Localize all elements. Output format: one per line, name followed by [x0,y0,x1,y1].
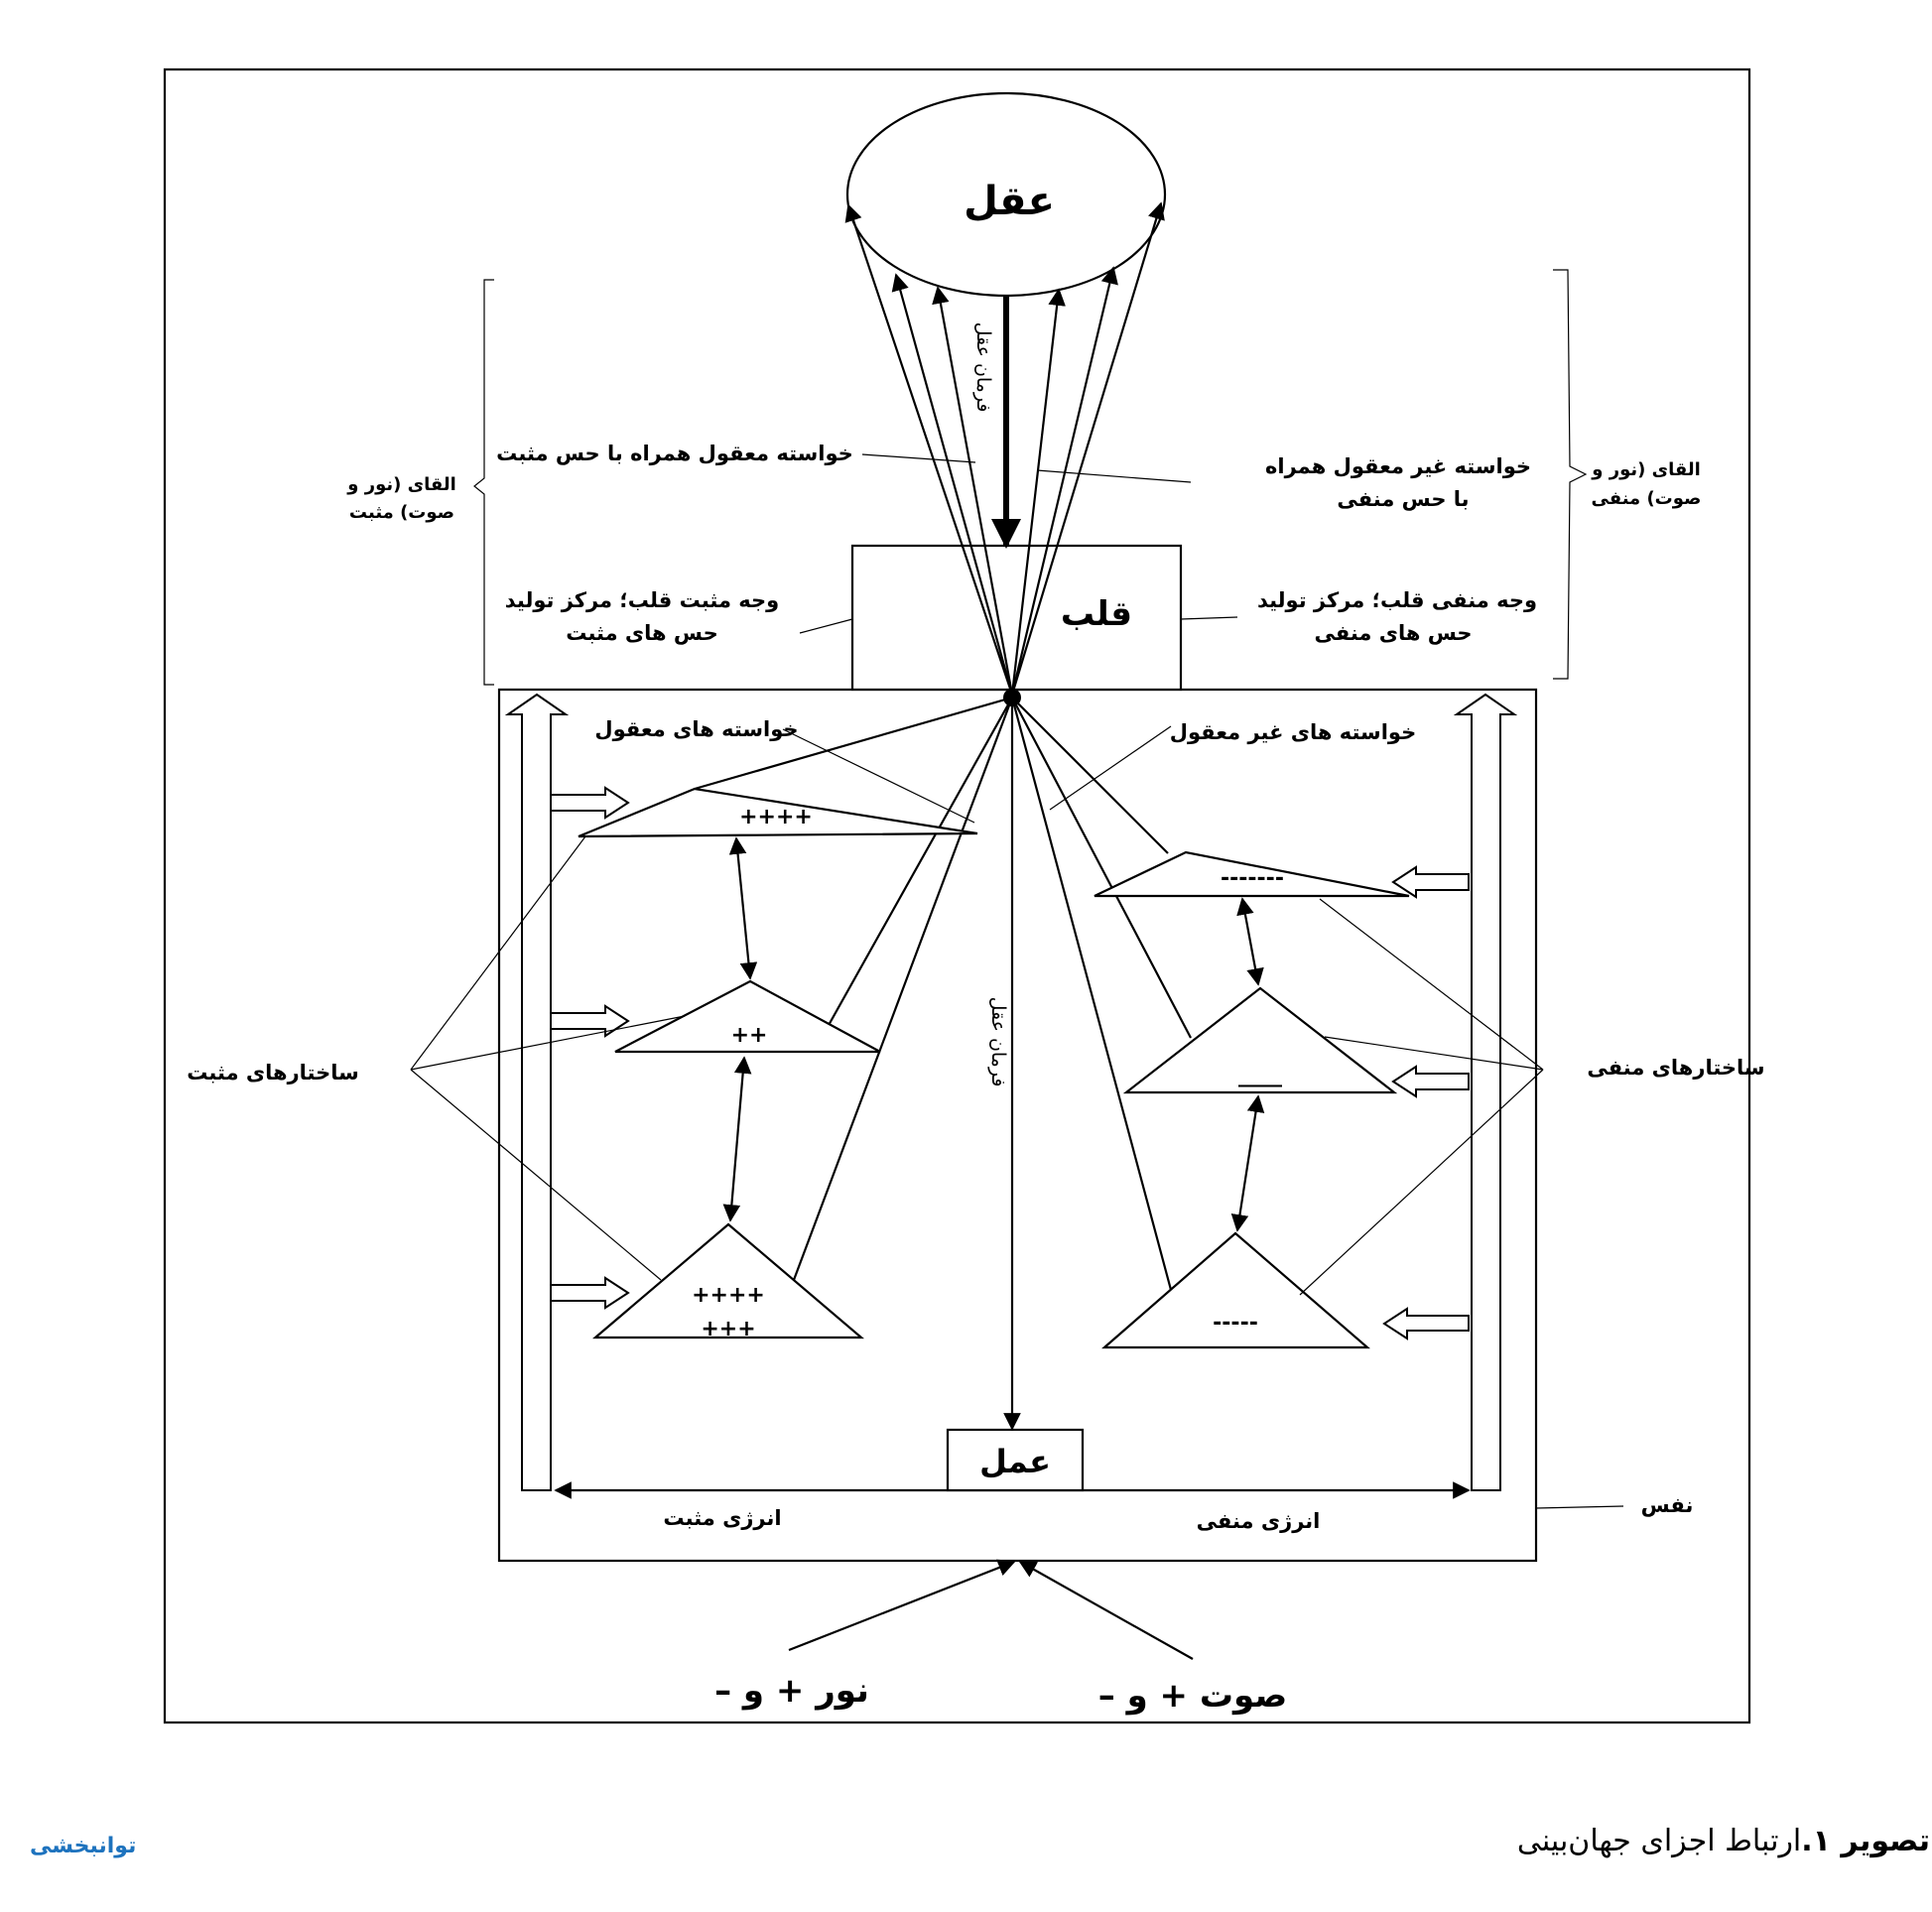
aql-label: عقل [964,179,1055,224]
brace-left [473,279,494,686]
vajh-neg-label-line2: حس های منفی [1314,621,1472,645]
sakhtar-neg-label: ساختارهای منفی [1587,1056,1764,1080]
triangle-neg-top-symbols: ------- [1221,866,1284,891]
amal-label: عمل [979,1443,1051,1480]
khasteh-maqul-ba-hes-label: خواسته معقول همراه با حس مثبت [496,442,853,465]
khasteh-gheir-label-line2: با حس منفی [1337,487,1469,511]
triangle-neg-bot [1101,1231,1370,1349]
heart-rays [694,696,1192,1291]
soot-arrow [1018,1561,1194,1660]
nafs-pointer-line [1535,1505,1624,1509]
hollow-arrow-right-2 [1391,1065,1470,1098]
triangle-pos-top [578,787,978,838]
noor-label: نور + و – [714,1671,869,1711]
hollow-arrow-right-1 [1391,865,1470,899]
pointer-lines [410,453,1544,1296]
amal-box [946,1428,1085,1492]
soot-label: صوت + و – [1098,1676,1287,1716]
triangle-pos-top-symbols: ++++ [739,805,813,829]
triangle-pos-bot [592,1222,864,1339]
caption-text: ارتباط اجزای جهان‌بینی [1516,1824,1802,1858]
elqa-neg-label-line2: صوت) منفی [1592,488,1702,509]
farman-aql-bottom-label: فرمان عقل [987,997,1009,1087]
brace-right [1553,269,1588,680]
triangle-pos-bot-symbols-line1: ++++ [692,1283,765,1308]
hollow-arrow-left-1 [550,786,630,820]
nafs-label: نفس [1641,1493,1694,1517]
elqa-pos-label-line2: صوت) مثبت [349,502,454,523]
triangle-neg-bot-symbols: ----- [1213,1311,1258,1336]
vajh-pos-label-line1: وجه مثبت قلب؛ مرکز تولید [505,588,779,612]
elqa-neg-label-line1: القای (نور و [1591,459,1701,480]
hollow-arrow-left-2 [550,1004,630,1038]
triangle-pos-bot-symbols-line2: +++ [701,1317,755,1341]
brand-logo: توانبخشی [30,1834,137,1858]
energy-neg-vertical-arrow [1453,693,1518,1491]
elqa-pos-label-line1: القای (نور و [346,474,456,495]
energy-pos-vertical-arrow [504,693,570,1491]
triangle-neg-top [1094,850,1410,898]
heart-to-reason-arrows [844,201,1165,696]
triangle-links [722,836,1265,1232]
energy-pos-label: انرژی مثبت [663,1506,781,1530]
hollow-arrow-left-3 [550,1276,630,1310]
outer-frame [163,67,1751,1724]
qalb-box [850,544,1183,692]
qalb-label: قلب [1061,594,1132,634]
caption-number: تصویر ۱. [1801,1824,1930,1858]
energy-neg-label: انرژی منفی [1197,1509,1321,1533]
sakhtar-pos-label: ساختارهای مثبت [187,1061,359,1084]
khasteh-maqul-label: خواسته های معقول [594,717,798,741]
noor-arrow [788,1559,1016,1652]
khasteh-gheir-label-line1: خواسته غیر معقول همراه [1265,454,1531,478]
vajh-neg-label-line1: وجه منفی قلب؛ مرکز تولید [1257,588,1537,612]
vajh-pos-label-line2: حس های مثبت [566,621,718,645]
figure-caption: تصویر ۱.ارتباط اجزای جهان‌بینی [1517,1824,1930,1858]
farman-aql-top-label: فرمان عقل [972,322,994,413]
triangle-pos-mid-symbols: ++ [731,1023,768,1048]
hollow-arrow-right-3 [1382,1307,1470,1340]
triangle-neg-mid-symbols: ____ [1238,1063,1282,1087]
khasteh-gheir-maqul-label: خواسته های غیر معقول [1170,720,1416,744]
triangle-neg-mid [1122,986,1398,1094]
